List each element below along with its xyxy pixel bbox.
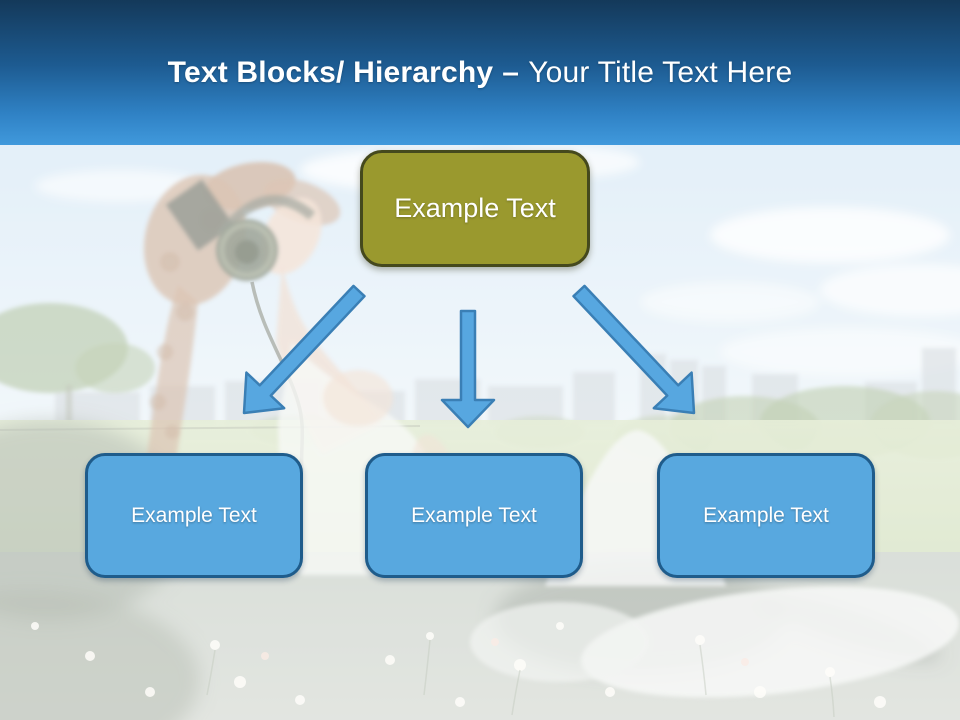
child-text-block-1[interactable]: Example Text [85,453,303,578]
slide-title-bold: Text Blocks/ Hierarchy [167,55,494,89]
hair-strands [146,285,198,472]
root-text-block-label: Example Text [394,193,556,223]
wildflowers [31,622,886,718]
slide-title[interactable]: Text Blocks/ Hierarchy–Your Title Text H… [168,56,793,90]
child-text-block-2-label: Example Text [411,503,537,527]
root-text-block[interactable]: Example Text [360,150,590,267]
child-text-block-3-label: Example Text [703,503,829,527]
child-text-block-1-label: Example Text [131,503,257,527]
headphone-band [216,195,316,240]
child-text-block-2[interactable]: Example Text [365,453,583,578]
header-band: Text Blocks/ Hierarchy–Your Title Text H… [0,0,960,145]
slide-title-dash: – [502,55,520,89]
slide-title-placeholder: Your Title Text Here [528,55,793,89]
child-text-block-3[interactable]: Example Text [657,453,875,578]
white-pants [580,586,960,698]
